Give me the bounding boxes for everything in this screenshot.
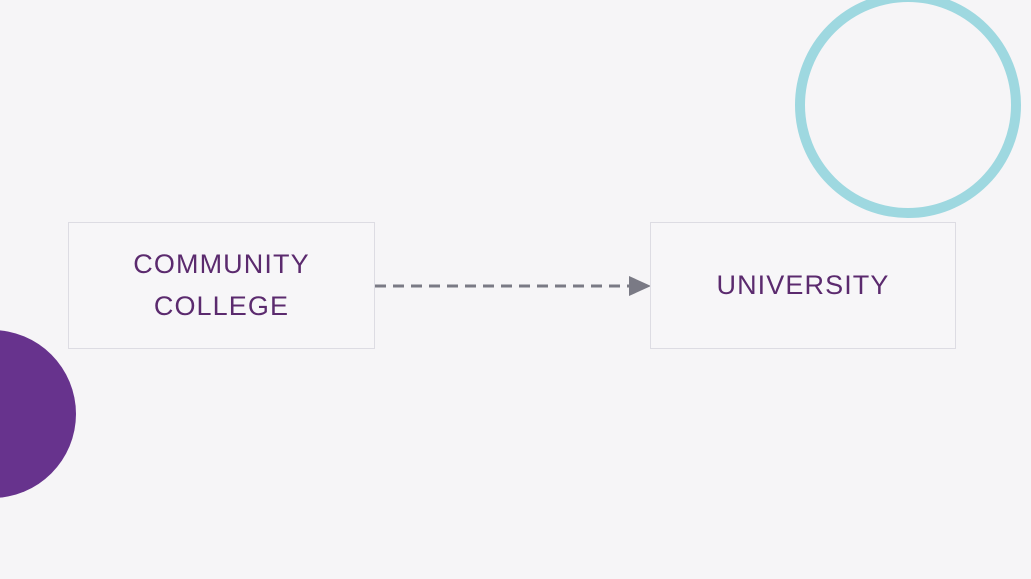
purple-dot-icon (0, 330, 76, 498)
transfer-arrow-connector[interactable] (375, 262, 651, 310)
arrow-head-icon (629, 276, 651, 296)
node-community-college-label: COMMUNITY COLLEGE (133, 248, 310, 321)
node-university[interactable]: UNIVERSITY (650, 222, 956, 349)
node-community-college[interactable]: COMMUNITY COLLEGE (68, 222, 375, 349)
teal-ring-icon (795, 0, 1021, 218)
node-university-label: UNIVERSITY (716, 269, 890, 300)
